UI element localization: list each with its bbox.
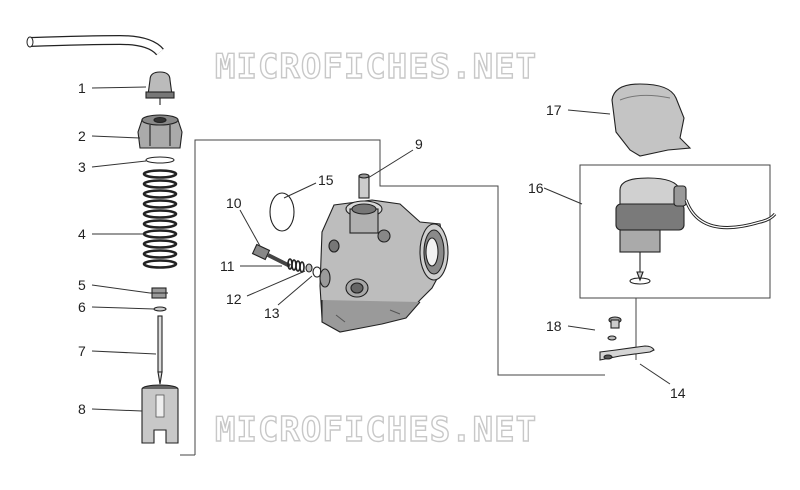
- throttle-spring: [142, 169, 178, 269]
- callout-12: 12: [226, 291, 242, 307]
- cable-adjuster-cap: [145, 71, 175, 105]
- callout-16: 16: [528, 180, 544, 196]
- float-bowl-o-ring: [269, 192, 295, 232]
- leader-lines: [91, 86, 671, 412]
- callout-2: 2: [78, 128, 86, 144]
- callout-7: 7: [78, 343, 86, 359]
- callout-4: 4: [78, 226, 86, 242]
- cap-gasket: [145, 156, 175, 164]
- watermark-bottom: MICROFICHES.NET: [215, 410, 537, 450]
- needle-clip: [150, 287, 168, 299]
- carburetor-body: [319, 173, 449, 333]
- callout-1: 1: [78, 80, 86, 96]
- callout-8: 8: [78, 401, 86, 417]
- callout-15: 15: [318, 172, 334, 188]
- carburetor-top-cap: [137, 114, 183, 149]
- watermark-top: MICROFICHES.NET: [215, 47, 537, 87]
- callout-3: 3: [78, 159, 86, 175]
- choke-cover: [611, 83, 692, 157]
- callout-11: 11: [220, 258, 235, 274]
- callout-6: 6: [78, 299, 86, 315]
- idle-mixture-screw: [251, 243, 291, 268]
- throttle-slide: [141, 384, 179, 444]
- idle-screw-spring: [287, 258, 305, 273]
- bracket-screw: [607, 316, 622, 341]
- callout-numbers: 1 2 3 4 5 6 7 8 9 10 11 12 13 14 15 16 1…: [78, 80, 686, 417]
- idle-screw-washer: [305, 263, 313, 273]
- callout-18: 18: [546, 318, 562, 334]
- choke-box: [579, 164, 771, 299]
- needle-washer: [153, 306, 167, 312]
- choke-bracket: [599, 345, 655, 361]
- callout-13: 13: [264, 305, 280, 321]
- callout-17: 17: [546, 102, 562, 118]
- callout-9: 9: [415, 136, 423, 152]
- choke-actuator: [615, 177, 777, 285]
- jet-needle: [157, 315, 163, 385]
- callout-5: 5: [78, 277, 86, 293]
- callout-14: 14: [670, 385, 686, 401]
- callout-10: 10: [226, 195, 242, 211]
- throttle-cable: [26, 34, 164, 56]
